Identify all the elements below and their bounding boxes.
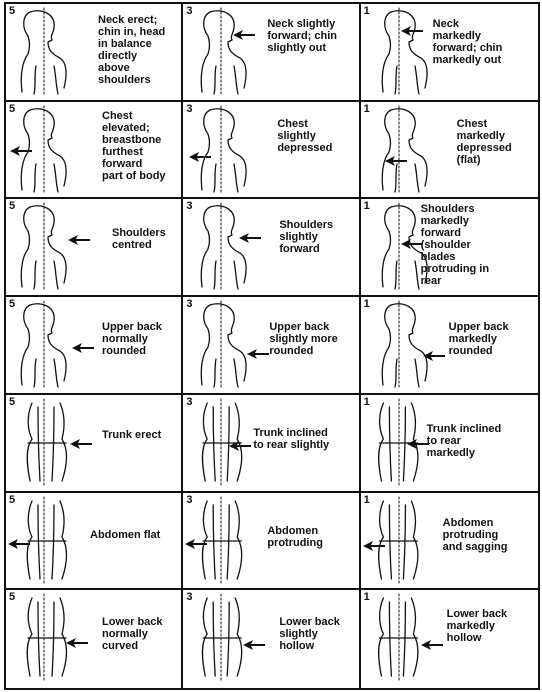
posture-description: Neck erect; chin in, head in balance dir… [98,14,165,86]
posture-figure-lower-back [8,592,82,682]
posture-description: Neck slightly forward; chin slightly out [267,18,337,54]
pointer-arrow-icon [401,26,423,36]
posture-figure-neck [8,6,82,96]
posture-description: Shoulders markedly forward (shoulder bla… [421,203,489,287]
posture-description: Abdomen flat [90,529,160,541]
posture-description: Upper back normally rounded [102,321,162,357]
pointer-arrow-icon [421,640,443,650]
pointer-arrow-icon [8,539,30,549]
posture-figure-shoulders [185,201,259,291]
posture-figure-abdomen [363,495,437,585]
pointer-arrow-icon [68,235,90,245]
posture-description: Chest elevated; breastbone furthest forw… [102,110,181,182]
posture-description: Lower back slightly hollow [279,616,340,652]
posture-description: Lower back markedly hollow [447,608,508,644]
pointer-arrow-icon [72,343,94,353]
pointer-arrow-icon [66,638,88,648]
pointer-arrow-icon [363,541,385,551]
posture-description: Upper back slightly more rounded [269,321,337,357]
posture-figure-upper-back [363,299,437,389]
pointer-arrow-icon [243,640,265,650]
posture-description: Trunk erect [102,429,161,441]
posture-description: Shoulders centred [112,227,166,251]
posture-figure-neck [363,6,437,96]
pointer-arrow-icon [401,239,423,249]
posture-description: Lower back normally curved [102,616,163,652]
posture-figure-upper-back [185,299,259,389]
pointer-arrow-icon [229,441,251,451]
pointer-arrow-icon [185,539,207,549]
posture-description: Trunk inclined to rear markedly [427,423,502,459]
pointer-arrow-icon [423,351,445,361]
posture-figure-lower-back [185,592,259,682]
posture-figure-upper-back [8,299,82,389]
pointer-arrow-icon [10,146,32,156]
posture-figure-lower-back [363,592,437,682]
posture-description: Shoulders slightly forward [279,219,333,255]
posture-figure-shoulders [8,201,82,291]
posture-grid: 5Neck erect; chin in, head in balance di… [6,4,538,688]
posture-description: Abdomen protruding [267,525,323,549]
posture-figure-neck [185,6,259,96]
pointer-arrow-icon [385,156,407,166]
posture-description: Chest markedly depressed (flat) [457,118,512,166]
posture-description: Trunk inclined to rear slightly [253,427,329,451]
posture-description: Neck markedly forward; chin markedly out [433,18,503,66]
pointer-arrow-icon [407,439,429,449]
posture-description: Upper back markedly rounded [449,321,509,357]
posture-description: Chest slightly depressed [277,118,332,154]
posture-description: Abdomen protruding and sagging [443,517,508,553]
posture-figure-chest [185,104,259,194]
pointer-arrow-icon [247,349,269,359]
posture-figure-chest [363,104,437,194]
pointer-arrow-icon [189,152,211,162]
pointer-arrow-icon [239,233,261,243]
pointer-arrow-icon [233,30,255,40]
pointer-arrow-icon [70,439,92,449]
